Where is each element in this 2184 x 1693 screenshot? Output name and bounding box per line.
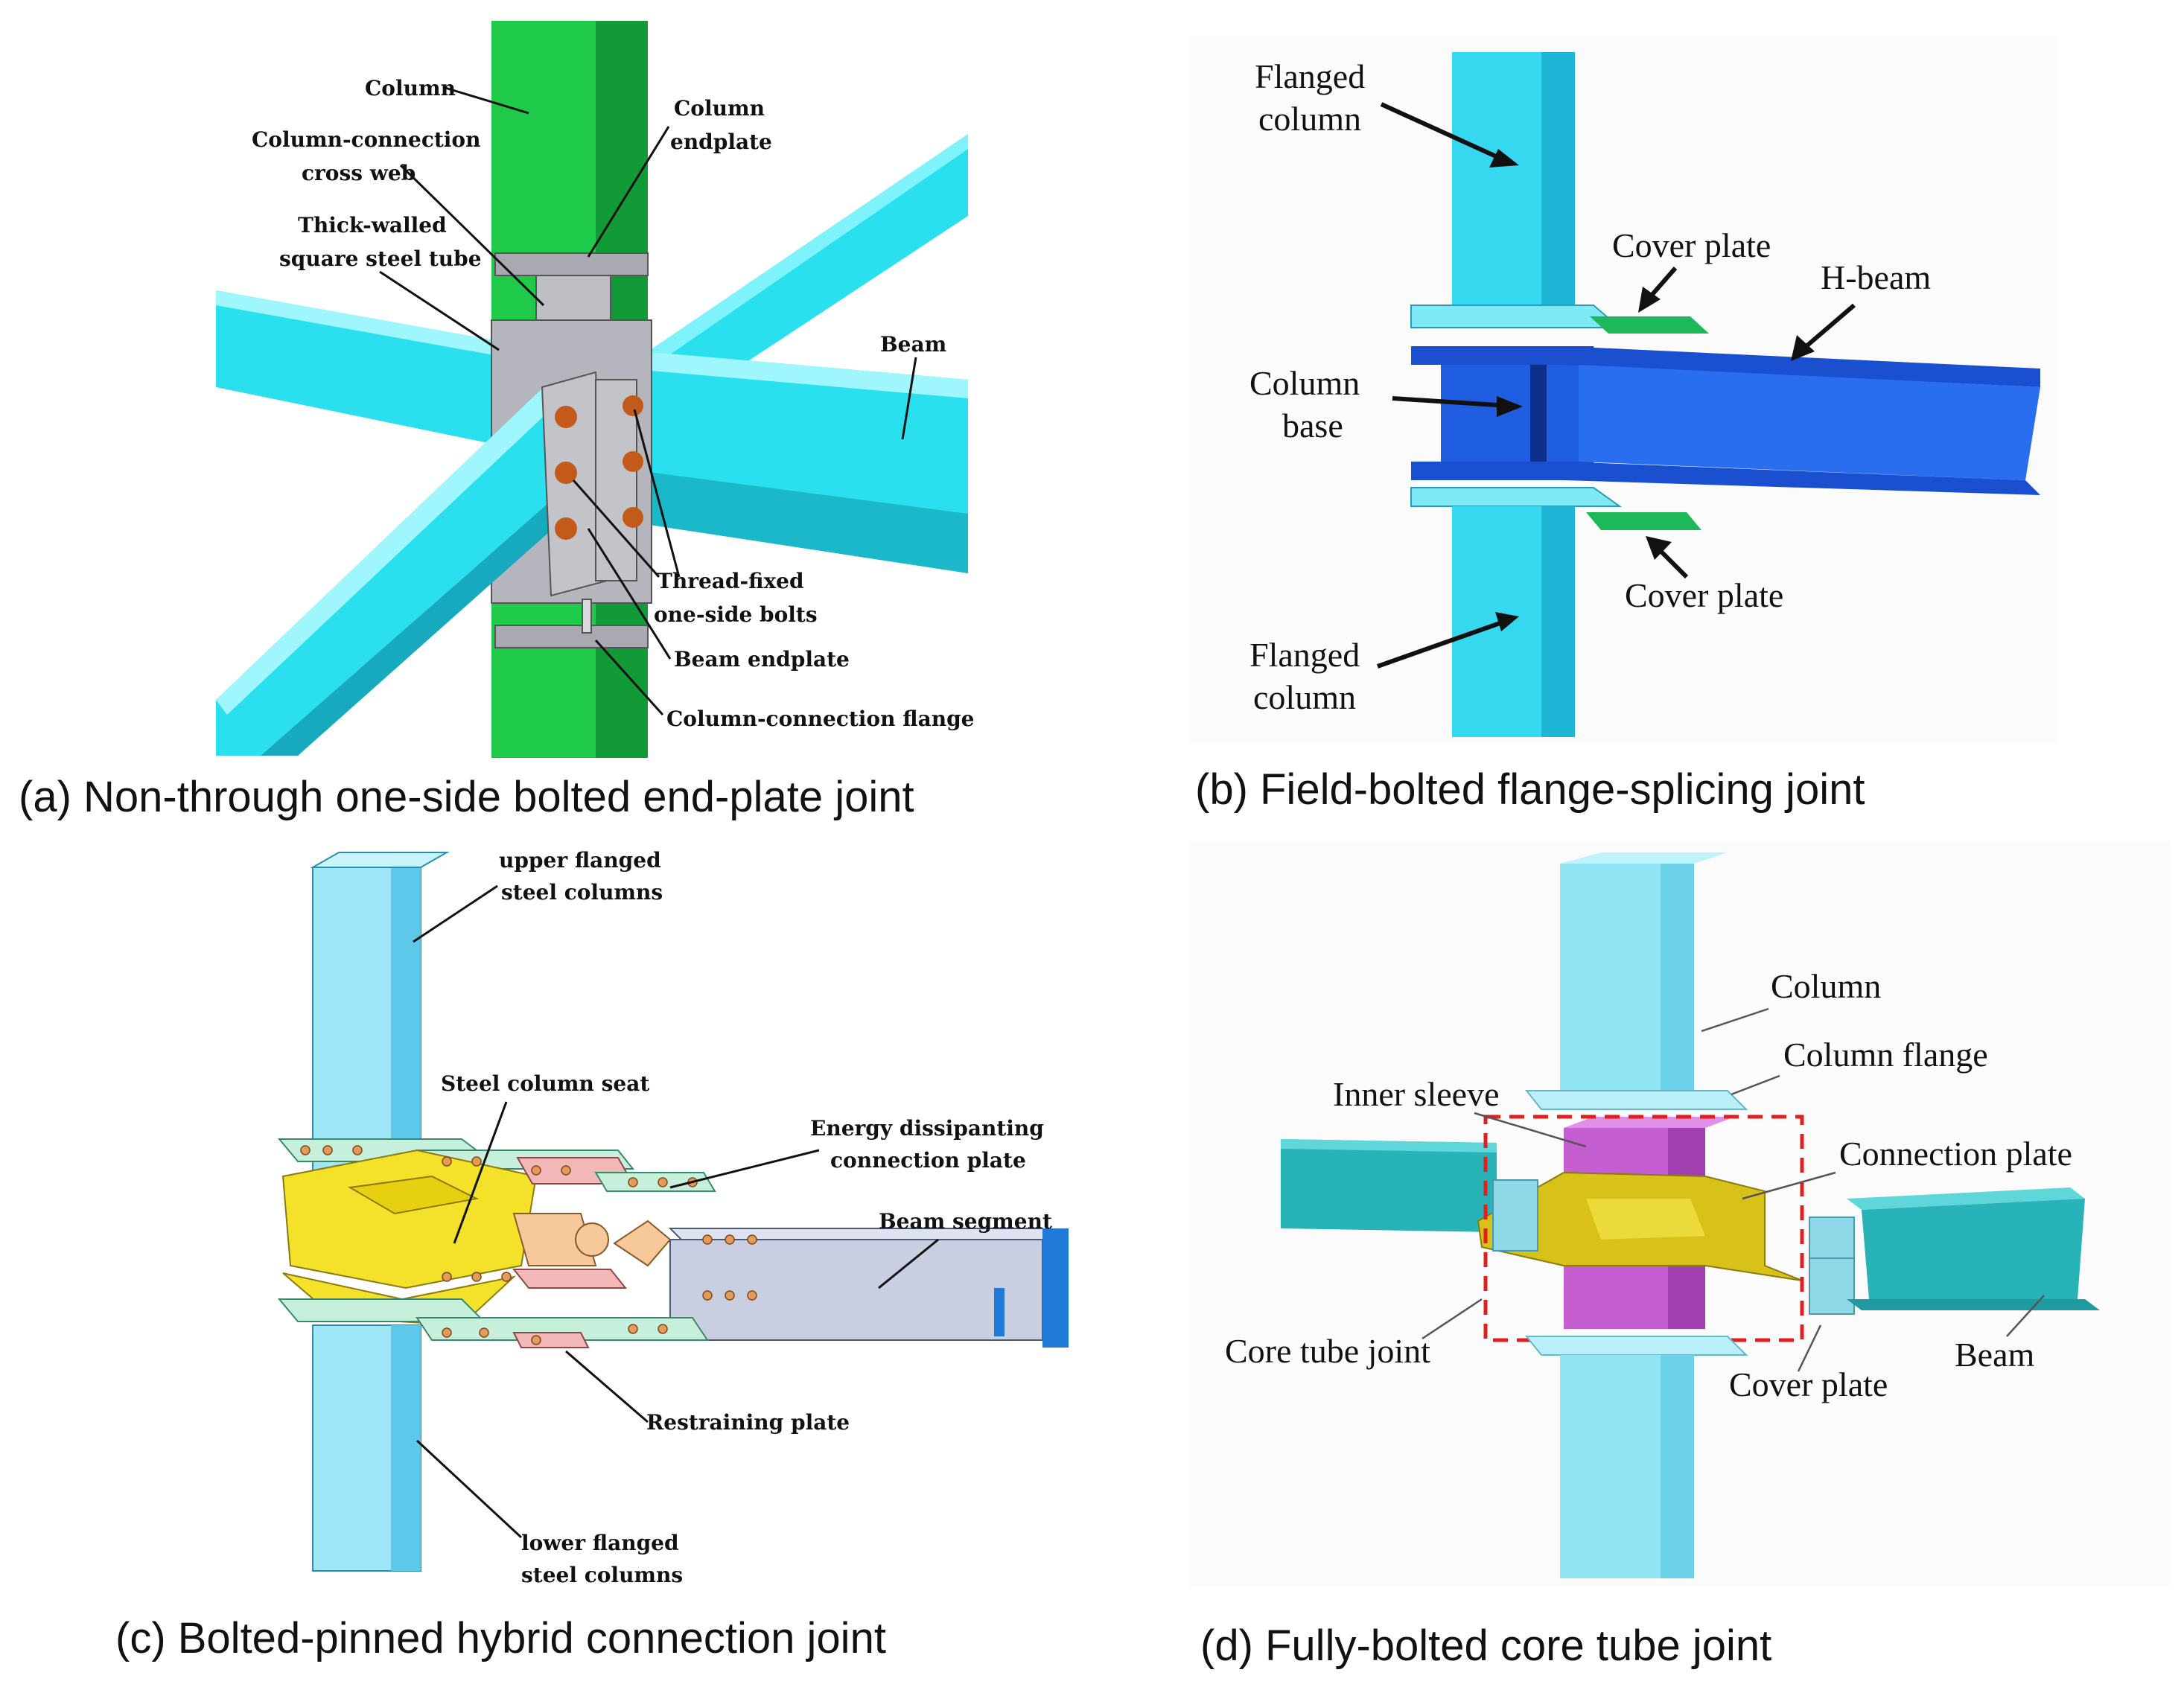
bolt-icon bbox=[442, 1272, 452, 1282]
bolt-icon bbox=[555, 462, 577, 484]
label-upper-columns-c-1: upper flanged bbox=[499, 848, 661, 873]
bolt-icon bbox=[702, 1234, 713, 1245]
caption-d: (d) Fully-bolted core tube joint bbox=[1200, 1622, 1771, 1670]
label-flange-a: Column-connection flange bbox=[666, 707, 974, 731]
panel-a-drawing bbox=[216, 21, 968, 758]
beam-left-d bbox=[1281, 1139, 1497, 1232]
caption-a: (a) Non-through one-side bolted end-plat… bbox=[19, 773, 914, 821]
bolt-icon bbox=[702, 1290, 713, 1301]
bolt-icon bbox=[501, 1272, 512, 1282]
h-beam-b bbox=[1564, 346, 2040, 387]
label-bolts-a-1: Thread-fixed bbox=[657, 569, 804, 593]
beam-segment-c bbox=[669, 1239, 1043, 1341]
bolt-icon bbox=[628, 1177, 638, 1187]
label-column-d: Column bbox=[1771, 967, 1881, 1005]
label-beam-endplate-a: Beam endplate bbox=[674, 647, 850, 672]
bolt-icon bbox=[658, 1177, 668, 1187]
bolt-icon bbox=[747, 1234, 757, 1245]
label-column-endplate-a-1: Column bbox=[674, 96, 765, 121]
label-column-a: Column bbox=[365, 76, 456, 101]
bolt-icon bbox=[725, 1290, 735, 1301]
panel-d: Column Column flange Inner sleeve Connec… bbox=[1188, 841, 2171, 1670]
column-base-b bbox=[1441, 365, 1579, 462]
label-cross-web-a-2: cross web bbox=[302, 161, 416, 185]
label-beam-a: Beam bbox=[880, 332, 946, 357]
beam-right-d bbox=[1862, 1199, 2085, 1299]
bolt-icon bbox=[479, 1327, 489, 1338]
bolt-icon bbox=[555, 517, 577, 540]
label-lower-columns-c-2: steel columns bbox=[521, 1563, 683, 1587]
bolt-icon bbox=[555, 406, 577, 428]
label-column-endplate-a-2: endplate bbox=[670, 130, 772, 154]
label-bolts-a-2: one-side bolts bbox=[654, 602, 818, 627]
bolt-icon bbox=[623, 395, 643, 416]
caption-b: (b) Field-bolted flange-splicing joint bbox=[1195, 765, 1865, 814]
bolt-icon bbox=[531, 1335, 541, 1345]
beam-front-a bbox=[216, 387, 596, 756]
label-cover-plate-bottom-b: Cover plate bbox=[1625, 576, 1783, 614]
label-square-tube-a-2: square steel tube bbox=[279, 246, 482, 271]
column-flange-a bbox=[494, 625, 649, 648]
bolt-icon bbox=[471, 1156, 482, 1167]
bolt-icon bbox=[531, 1165, 541, 1176]
label-beam-segment-c: Beam segment bbox=[879, 1209, 1052, 1234]
panel-a: Column Column endplate Column-connection… bbox=[19, 21, 974, 821]
label-flanged-column-top-b-1: Flanged bbox=[1255, 57, 1365, 95]
label-energy-plate-c-1: Energy dissipanting bbox=[810, 1116, 1044, 1141]
label-beam-d: Beam bbox=[1955, 1336, 2035, 1374]
beam-left-a bbox=[216, 290, 506, 447]
label-flanged-column-bottom-b-2: column bbox=[1253, 678, 1356, 716]
label-flanged-column-bottom-b-1: Flanged bbox=[1249, 636, 1360, 674]
label-cover-plate-top-b: Cover plate bbox=[1612, 226, 1771, 264]
restraining-plate-c bbox=[512, 1332, 590, 1348]
label-h-beam-b: H-beam bbox=[1821, 258, 1931, 296]
bolt-icon bbox=[300, 1145, 311, 1155]
panel-c: upper flanged steel columns Steel column… bbox=[115, 848, 1069, 1662]
panel-b-drawing bbox=[1410, 52, 2040, 737]
column-endplate-a bbox=[494, 252, 649, 276]
bolt-icon bbox=[623, 451, 643, 472]
label-cross-web-a-1: Column-connection bbox=[252, 127, 480, 152]
cover-plate-bottom-b bbox=[1586, 512, 1701, 530]
label-connection-plate-d: Connection plate bbox=[1839, 1135, 2072, 1173]
bolt-icon bbox=[658, 1324, 668, 1334]
bolt-icon bbox=[471, 1272, 482, 1282]
label-column-base-b-2: base bbox=[1282, 406, 1343, 444]
bolt-icon bbox=[442, 1156, 452, 1167]
label-lower-columns-c-1: lower flanged bbox=[521, 1531, 679, 1555]
bolt-icon bbox=[623, 507, 643, 528]
column-seat-c bbox=[281, 1149, 538, 1289]
caption-c: (c) Bolted-pinned hybrid connection join… bbox=[115, 1614, 886, 1662]
bolt-icon bbox=[322, 1145, 333, 1155]
label-column-base-b-1: Column bbox=[1249, 364, 1360, 402]
label-flanged-column-top-b-2: column bbox=[1258, 100, 1361, 138]
bolt-icon bbox=[725, 1234, 735, 1245]
label-restraining-plate-c: Restraining plate bbox=[646, 1410, 850, 1435]
label-upper-columns-c-2: steel columns bbox=[501, 880, 663, 905]
panel-d-drawing bbox=[1281, 852, 2100, 1578]
label-energy-plate-c-2: connection plate bbox=[830, 1148, 1026, 1173]
bolt-icon bbox=[442, 1327, 452, 1338]
bolt-icon bbox=[352, 1145, 363, 1155]
label-square-tube-a-1: Thick-walled bbox=[298, 213, 447, 237]
label-inner-sleeve-d: Inner sleeve bbox=[1333, 1075, 1500, 1113]
panel-c-drawing bbox=[277, 852, 1069, 1572]
bolt-icon bbox=[561, 1165, 571, 1176]
label-cover-plate-d: Cover plate bbox=[1729, 1365, 1888, 1403]
bolt-icon bbox=[628, 1324, 638, 1334]
label-core-tube-joint-d: Core tube joint bbox=[1225, 1332, 1430, 1370]
panel-b: Flanged column Cover plate H-beam Column… bbox=[1188, 36, 2059, 814]
label-column-seat-c: Steel column seat bbox=[441, 1071, 649, 1096]
cover-plate-top-b bbox=[1590, 316, 1709, 334]
label-column-flange-d: Column flange bbox=[1783, 1036, 1988, 1074]
bolt-icon bbox=[747, 1290, 757, 1301]
column-flange-d bbox=[1524, 1090, 1748, 1110]
